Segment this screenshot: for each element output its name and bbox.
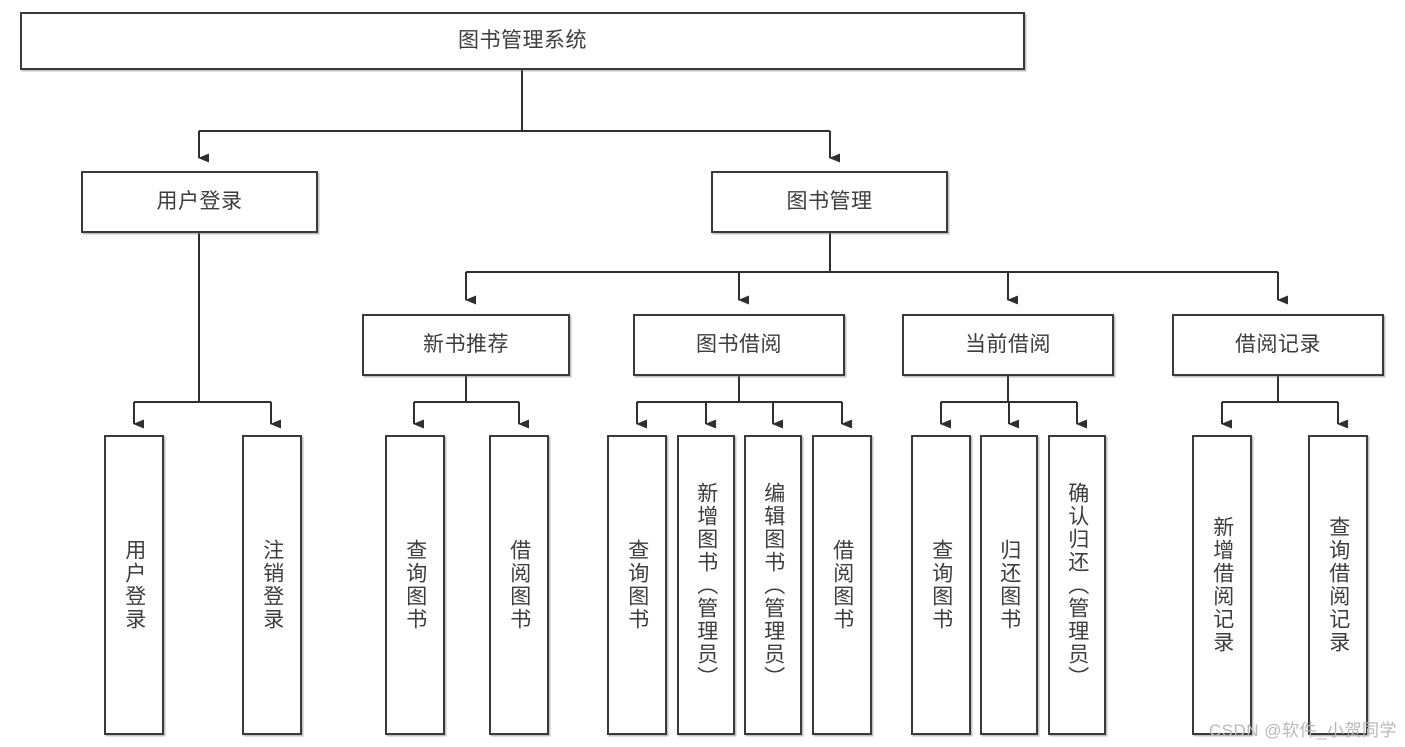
node-current-borrow[interactable]: 当前借阅 — [902, 314, 1114, 376]
watermark: CSDN @软件_小贺同学 — [1208, 721, 1397, 740]
leaf-confirm-return-label: 确认归还（管理员） — [1065, 481, 1089, 689]
leaf-add-book[interactable]: 新增图书（管理员） — [677, 435, 735, 735]
node-book-manage[interactable]: 图书管理 — [711, 171, 948, 233]
node-new-book-recommend[interactable]: 新书推荐 — [362, 314, 570, 376]
node-book-borrow[interactable]: 图书借阅 — [633, 314, 845, 376]
node-book-manage-label: 图书管理 — [786, 189, 873, 213]
leaf-logout-login[interactable]: 注销登录 — [242, 435, 302, 735]
leaf-return-book[interactable]: 归还图书 — [980, 435, 1038, 735]
node-user-login[interactable]: 用户登录 — [81, 171, 318, 233]
leaf-borrow-book-1-label: 借阅图书 — [507, 539, 531, 631]
leaf-query-record-label: 查询借阅记录 — [1326, 516, 1350, 654]
leaf-add-record-label: 新增借阅记录 — [1210, 516, 1234, 654]
leaf-edit-book-label: 编辑图书（管理员） — [761, 481, 785, 689]
node-root-label: 图书管理系统 — [458, 28, 587, 52]
node-book-borrow-label: 图书借阅 — [696, 332, 782, 356]
leaf-query-book-1-label: 查询图书 — [403, 539, 427, 631]
node-borrow-record[interactable]: 借阅记录 — [1172, 314, 1384, 376]
node-root[interactable]: 图书管理系统 — [20, 12, 1025, 70]
node-borrow-record-label: 借阅记录 — [1235, 332, 1321, 356]
node-new-book-recommend-label: 新书推荐 — [423, 332, 509, 356]
leaf-add-book-label: 新增图书（管理员） — [694, 481, 718, 689]
leaf-user-login-label: 用户登录 — [122, 539, 146, 631]
node-user-login-label: 用户登录 — [156, 189, 243, 213]
leaf-query-book-3-label: 查询图书 — [929, 539, 953, 631]
leaf-borrow-book-1[interactable]: 借阅图书 — [489, 435, 549, 735]
leaf-borrow-book-2[interactable]: 借阅图书 — [812, 435, 872, 735]
leaf-edit-book[interactable]: 编辑图书（管理员） — [744, 435, 802, 735]
node-current-borrow-label: 当前借阅 — [965, 332, 1051, 356]
leaf-query-book-3[interactable]: 查询图书 — [911, 435, 971, 735]
leaf-query-book-2-label: 查询图书 — [625, 539, 649, 631]
leaf-query-book-1[interactable]: 查询图书 — [385, 435, 445, 735]
leaf-query-record[interactable]: 查询借阅记录 — [1308, 435, 1368, 735]
leaf-user-login[interactable]: 用户登录 — [104, 435, 164, 735]
leaf-confirm-return[interactable]: 确认归还（管理员） — [1048, 435, 1106, 735]
leaf-add-record[interactable]: 新增借阅记录 — [1192, 435, 1252, 735]
leaf-borrow-book-2-label: 借阅图书 — [830, 539, 854, 631]
leaf-logout-login-label: 注销登录 — [260, 539, 284, 631]
leaf-return-book-label: 归还图书 — [997, 539, 1021, 631]
leaf-query-book-2[interactable]: 查询图书 — [607, 435, 667, 735]
